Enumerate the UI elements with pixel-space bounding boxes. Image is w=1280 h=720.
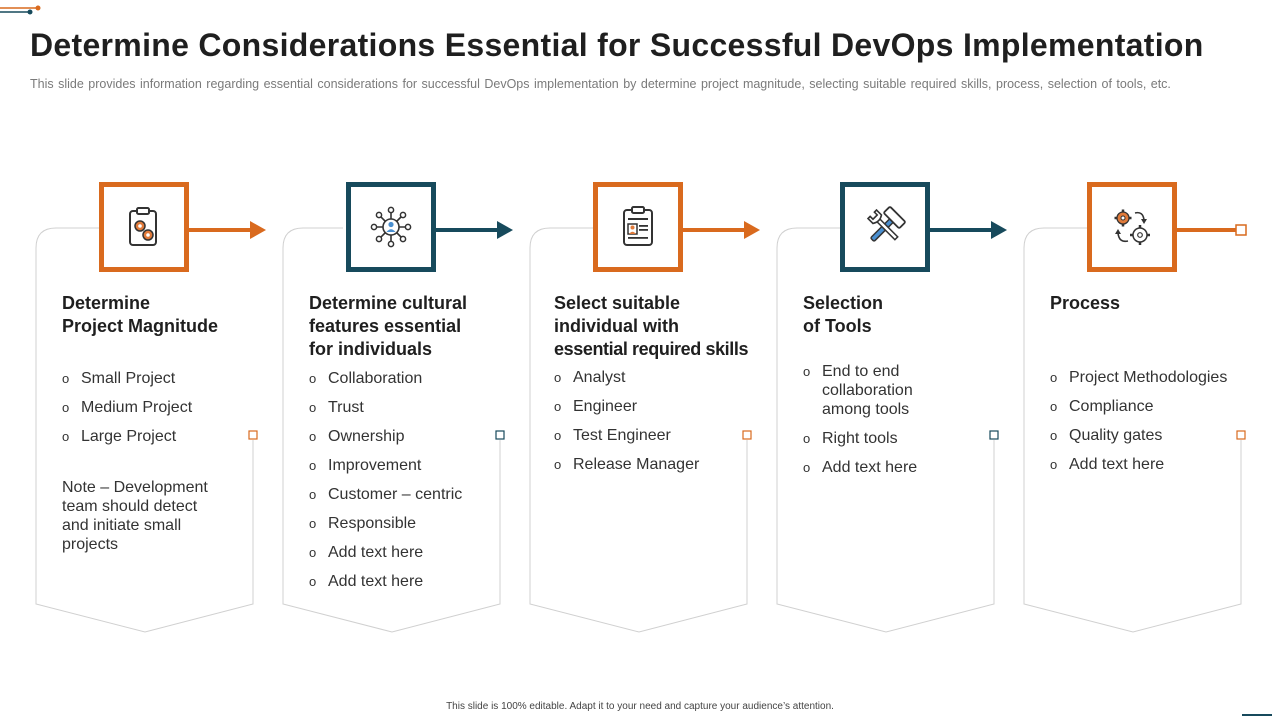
list-item: Project Methodologies [1050,368,1227,387]
item-list: Project Methodologies Compliance Quality… [1050,368,1227,484]
list-item: Medium Project [62,398,192,417]
column-heading: Select suitable individual with essentia… [554,293,749,359]
hammer-wrench-icon [866,206,906,242]
resume-clipboard-icon [623,206,653,246]
column-heading: Determine cultural features essential fo… [309,293,468,359]
item-list: Small Project Medium Project Large Proje… [62,369,192,456]
slide-title: Determine Considerations Essential for S… [30,27,1204,63]
list-item: Improvement [309,456,462,475]
list-item: Right tools [803,429,943,448]
list-item: Small Project [62,369,192,388]
icon-box-3 [593,182,683,272]
side-marker-2 [495,430,505,440]
gears-cycle-icon [1114,209,1150,245]
list-item: Add text here [309,543,462,562]
column-required-skills: Select suitable individual with essentia… [530,180,762,640]
list-item: Test Engineer [554,426,699,445]
arrow-1 [189,221,266,239]
card-outline-1 [35,227,254,633]
network-people-icon [370,206,412,248]
icon-box-4 [840,182,930,272]
item-list: Analyst Engineer Test Engineer Release M… [554,368,699,484]
list-item: Engineer [554,397,699,416]
column-heading: Selection of Tools [803,293,884,336]
side-marker-3 [742,430,752,440]
connector-5 [1176,224,1247,236]
column-selection-of-tools: Selection of Tools End to end collaborat… [777,180,1009,640]
list-item: Large Project [62,427,192,446]
footer-accent-line [1242,714,1272,716]
list-item: Responsible [309,514,462,533]
column-process: Process Project Methodologies Compliance… [1024,180,1256,640]
card-outline-4 [776,227,995,633]
card-outline-5 [1023,227,1242,633]
column-heading: Process [1050,293,1121,313]
column-heading: Determine Project Magnitude [62,293,219,336]
list-item: Collaboration [309,369,462,388]
footer-note: This slide is 100% editable. Adapt it to… [446,701,834,712]
side-marker-1 [248,430,258,440]
list-item: Trust [309,398,462,417]
list-item: Quality gates [1050,426,1227,445]
list-item: End to end collaboration among tools [803,362,943,419]
arrow-4 [929,221,1007,239]
list-item: Ownership [309,427,462,446]
card-outline-3 [529,227,748,633]
item-list: Collaboration Trust Ownership Improvemen… [309,369,462,601]
slide-subtitle: This slide provides information regardin… [30,77,1171,91]
icon-box-2 [346,182,436,272]
list-item: Add text here [1050,455,1227,474]
column-project-magnitude: Determine Project Magnitude Small Projec… [36,180,268,640]
list-item: Release Manager [554,455,699,474]
list-item: Compliance [1050,397,1227,416]
list-item: Customer – centric [309,485,462,504]
list-item: Add text here [803,458,943,477]
side-marker-4 [989,430,999,440]
clipboard-gears-icon [129,207,157,246]
corner-decoration [0,5,41,15]
arrow-2 [432,221,513,239]
list-item: Add text here [309,572,462,591]
note-text: Note – Development team should detect an… [62,479,208,553]
item-list: End to end collaboration among tools Rig… [803,362,943,487]
icon-box-5 [1087,182,1177,272]
side-marker-5 [1236,430,1246,440]
icon-box-1 [99,182,189,272]
column-cultural-features: Determine cultural features essential fo… [283,180,515,640]
arrow-3 [682,221,760,239]
card-outline-2 [282,227,501,633]
list-item: Analyst [554,368,699,387]
